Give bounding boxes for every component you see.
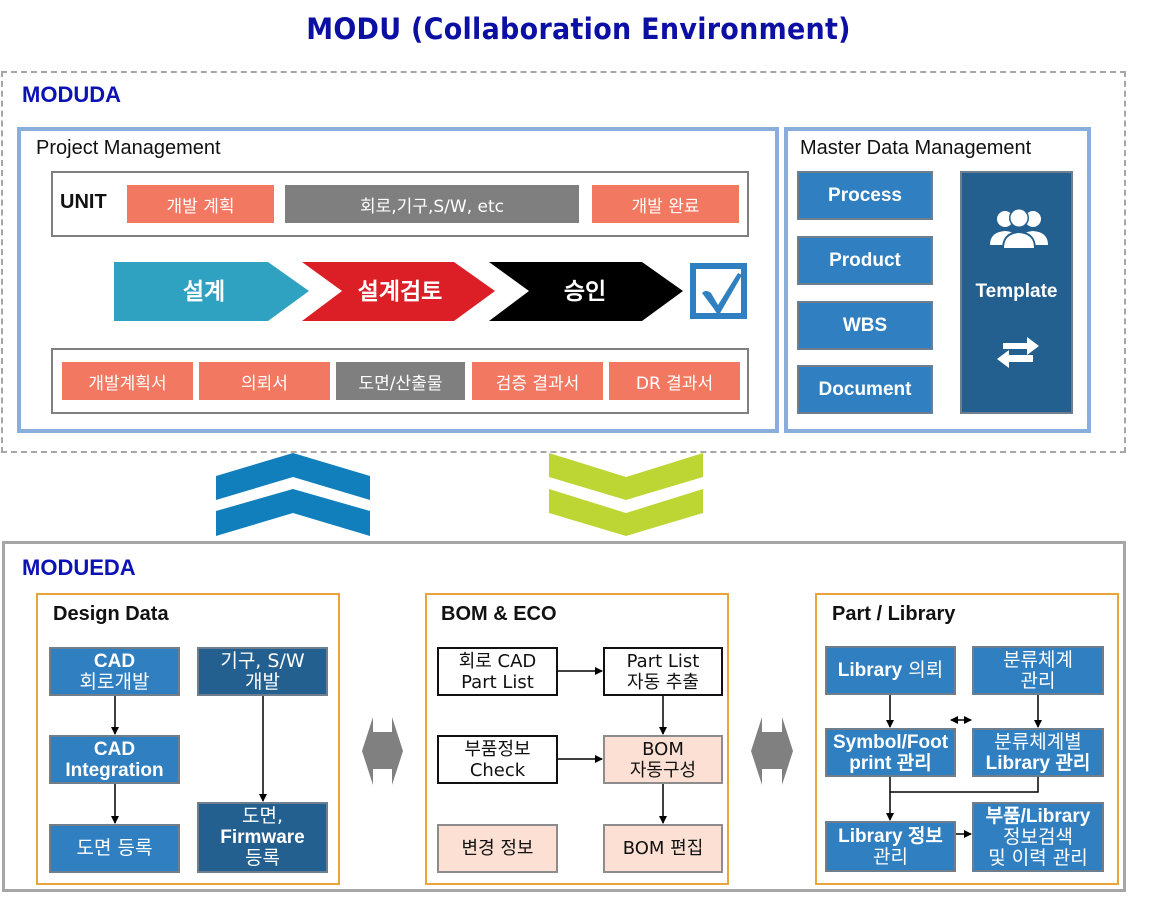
up-chevron-1 — [216, 453, 370, 500]
change-info-line1: 변경 정보 — [461, 838, 534, 859]
bom-edit-line1: BOM 편집 — [622, 838, 704, 859]
mdm-process-button[interactable]: Process — [797, 171, 933, 220]
download-chevrons — [549, 453, 703, 536]
part-info-check-line2: Check — [469, 759, 526, 781]
drawing-firmware-line3: 등록 — [245, 847, 280, 869]
library-info-mgmt-line1: Library 정보 — [838, 825, 943, 847]
class-library-mgmt-line2: Library 관리 — [985, 752, 1091, 774]
mdm-document-button[interactable]: Document — [797, 365, 933, 414]
unit-chip-dev-plan[interactable]: 개발 계획 — [127, 185, 274, 223]
bom-auto-config-box[interactable]: BOM 자동구성 — [603, 735, 723, 784]
library-request-suffix: 의뢰 — [902, 659, 944, 681]
part-library-search-box[interactable]: 부품/Library 정보검색 및 이력 관리 — [972, 802, 1104, 872]
unit-chip-dev-complete[interactable]: 개발 완료 — [592, 185, 739, 223]
mdm-product-button[interactable]: Product — [797, 236, 933, 285]
modueda-container — [2, 541, 1126, 892]
unit-label: UNIT — [60, 191, 107, 213]
up-chevron-2 — [216, 489, 370, 536]
moduda-label: MODUDA — [22, 82, 121, 107]
step-approval-label: 승인 — [563, 279, 607, 305]
library-request-line1: Library 의뢰 — [837, 659, 944, 682]
symbol-footprint-line2: print 관리 — [849, 752, 932, 774]
class-library-mgmt-line1: 분류체계별 — [994, 730, 1082, 753]
circuit-cad-partlist-line1: 회로 CAD — [458, 650, 537, 672]
design-data-title: Design Data — [53, 603, 169, 625]
exchange-arrows-icon — [997, 337, 1039, 368]
cad-integration-line2: Integration — [65, 759, 164, 781]
part-library-search-line2: 정보검색 — [1003, 825, 1073, 848]
project-management-title: Project Management — [36, 137, 221, 159]
circuit-cad-partlist-line2: Part List — [461, 671, 534, 693]
library-request-box[interactable]: Library 의뢰 — [825, 646, 956, 695]
users-icon — [990, 208, 1048, 249]
partlist-extract-line2: 자동 추출 — [627, 671, 699, 693]
master-data-title: Master Data Management — [800, 137, 1032, 159]
modueda-label: MODUEDA — [22, 555, 136, 580]
part-info-check-line1: 부품정보 — [464, 738, 531, 760]
mech-sw-line2: 개발 — [245, 670, 280, 693]
library-info-mgmt-box[interactable]: Library 정보 관리 — [825, 821, 956, 872]
library-request-text: Library — [837, 660, 903, 681]
template-label: Template — [975, 281, 1058, 302]
doc-dr-report[interactable]: DR 결과서 — [609, 362, 740, 400]
doc-dev-plan[interactable]: 개발계획서 — [62, 362, 193, 400]
bom-edit-box[interactable]: BOM 편집 — [603, 824, 723, 873]
classification-mgmt-line2: 관리 — [1020, 669, 1056, 692]
doc-request[interactable]: 의뢰서 — [199, 362, 330, 400]
classification-mgmt-line1: 분류체계 — [1003, 648, 1073, 671]
change-info-box[interactable]: 변경 정보 — [437, 824, 558, 873]
part-library-search-line1: 부품/Library — [985, 805, 1091, 827]
partlist-auto-extract-box[interactable]: Part List 자동 추출 — [603, 647, 723, 696]
cad-circuit-line2: 회로개발 — [79, 670, 150, 693]
bom-eco-title: BOM & ECO — [441, 603, 557, 625]
part-library-title: Part / Library — [832, 603, 956, 625]
cad-circuit-line1: CAD — [93, 650, 136, 672]
mech-sw-dev-box[interactable]: 기구, S/W 개발 — [197, 647, 328, 696]
cad-circuit-dev-box[interactable]: CAD 회로개발 — [49, 647, 180, 696]
part-library-search-line3: 및 이력 관리 — [988, 846, 1088, 869]
doc-drawings-outputs[interactable]: 도면/산출물 — [336, 362, 465, 400]
bom-auto-line2: 자동구성 — [629, 759, 697, 781]
mech-sw-line1: 기구, S/W — [220, 649, 305, 672]
library-info-mgmt-line2: 관리 — [873, 845, 908, 868]
drawing-register-line1: 도면 등록 — [76, 837, 153, 859]
drawing-firmware-line2: Firmware — [220, 827, 305, 848]
classification-mgmt-box[interactable]: 분류체계 관리 — [972, 646, 1104, 695]
moduda-container — [1, 71, 1126, 453]
drawing-firmware-line1: 도면, — [242, 805, 283, 827]
upload-chevrons — [216, 453, 370, 536]
bom-auto-line1: BOM — [642, 738, 684, 760]
step-review-label: 설계검토 — [357, 279, 443, 305]
symbol-footprint-box[interactable]: Symbol/Foot print 관리 — [825, 728, 956, 777]
part-info-check-box[interactable]: 부품정보 Check — [437, 735, 558, 784]
mdm-wbs-button[interactable]: WBS — [797, 301, 933, 350]
checkbox-checked-icon[interactable] — [690, 263, 747, 319]
doc-verification-report[interactable]: 검증 결과서 — [472, 362, 603, 400]
step-design-label: 설계 — [182, 279, 226, 305]
circuit-cad-partlist-box[interactable]: 회로 CAD Part List — [437, 647, 558, 696]
class-library-mgmt-box[interactable]: 분류체계별 Library 관리 — [972, 728, 1104, 777]
drawing-register-box[interactable]: 도면 등록 — [49, 824, 180, 873]
unit-chip-disciplines[interactable]: 회로,기구,S/W, etc — [285, 185, 579, 223]
partlist-extract-line1: Part List — [626, 650, 700, 672]
symbol-footprint-line1: Symbol/Foot — [832, 731, 949, 753]
page-title: MODU (Collaboration Environment) — [306, 12, 851, 46]
down-chevron-2 — [549, 489, 703, 536]
cad-integration-box[interactable]: CAD Integration — [49, 735, 180, 784]
cad-integration-line1: CAD — [93, 738, 136, 760]
down-chevron-1 — [549, 453, 703, 500]
template-button[interactable]: Template — [960, 171, 1073, 414]
drawing-firmware-box[interactable]: 도면, Firmware 등록 — [197, 802, 328, 873]
